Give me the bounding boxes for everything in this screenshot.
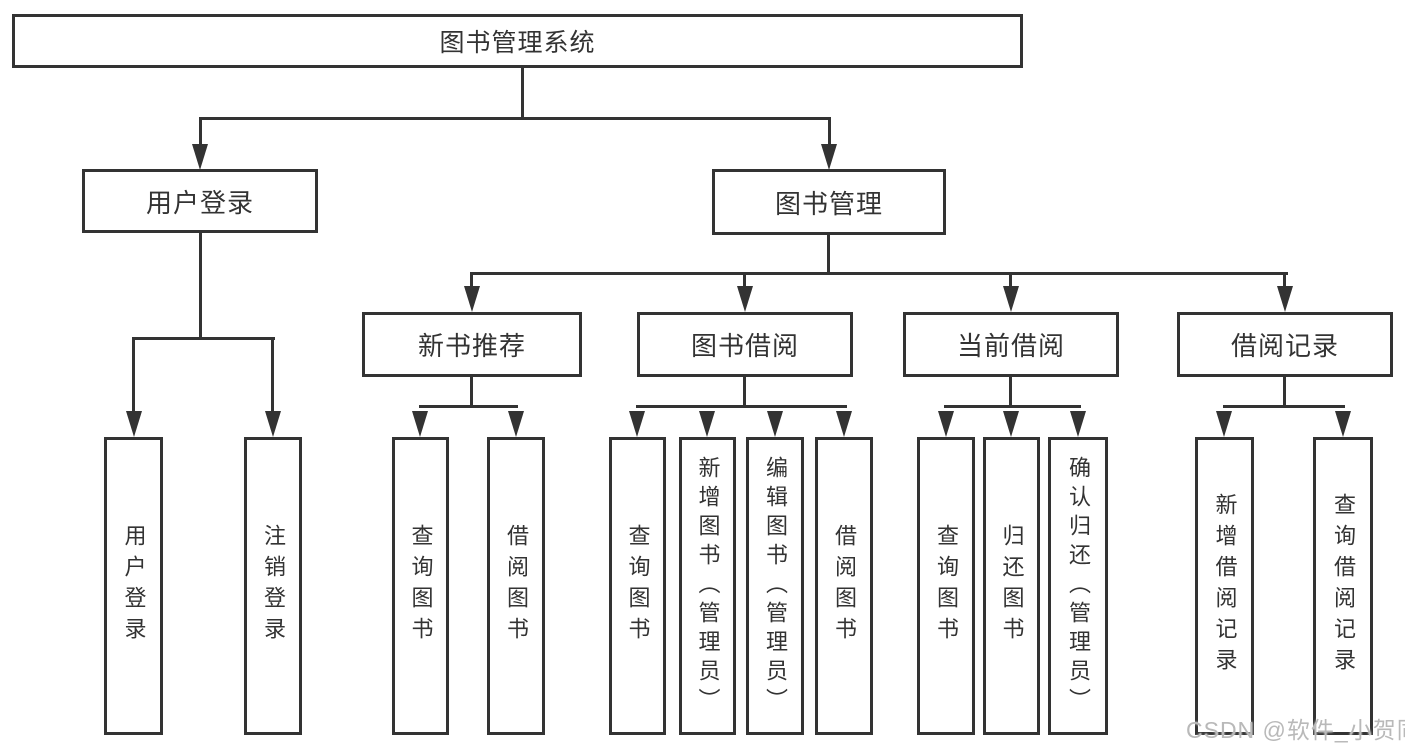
connector-stub-leaf-user-login — [132, 337, 135, 415]
arrowhead-leaf-query-books-2 — [629, 411, 645, 437]
connector-book-borrow-horizontal — [636, 405, 847, 408]
connector-stub-borrow-records — [1283, 272, 1286, 288]
node-book-management: 图书管理 — [712, 169, 946, 235]
leaf-query-books-borrow: 查询图书 — [609, 437, 666, 735]
connector-book-management-horizontal — [470, 272, 1288, 275]
arrowhead-leaf-query-books-3 — [938, 411, 954, 437]
leaf-add-borrow-record-label: 新增借阅记录 — [1212, 493, 1238, 679]
leaf-edit-books-admin: 编辑图书（管理员） — [746, 437, 804, 735]
node-new-book-recommend: 新书推荐 — [362, 312, 582, 377]
connector-stub-new-book-recommend — [470, 272, 473, 288]
leaf-query-borrow-record: 查询借阅记录 — [1313, 437, 1373, 735]
node-book-borrow: 图书借阅 — [637, 312, 853, 377]
arrowhead-leaf-logout — [265, 411, 281, 437]
node-current-borrow: 当前借阅 — [903, 312, 1119, 377]
connector-borrow-records-vertical — [1283, 377, 1286, 408]
connector-stub-book-borrow — [743, 272, 746, 288]
node-book-management-label: 图书管理 — [774, 188, 883, 219]
arrowhead-leaf-confirm-return — [1070, 411, 1086, 437]
leaf-borrow-books-label: 借阅图书 — [832, 524, 857, 648]
node-borrow-records: 借阅记录 — [1177, 312, 1393, 377]
arrowhead-book-management — [821, 144, 837, 170]
leaf-logout: 注销登录 — [244, 437, 302, 735]
arrowhead-leaf-add-borrow-record — [1216, 411, 1232, 437]
leaf-logout-label: 注销登录 — [261, 524, 286, 648]
node-user-login: 用户登录 — [82, 169, 318, 233]
connector-new-book-recommend-horizontal — [419, 405, 518, 408]
connector-root-stub-user-login — [199, 117, 202, 149]
arrowhead-leaf-add-books — [699, 411, 715, 437]
arrowhead-leaf-query-borrow-record — [1335, 411, 1351, 437]
leaf-query-books-current-label: 查询图书 — [934, 524, 959, 648]
connector-user-login-horizontal — [132, 337, 275, 340]
node-root: 图书管理系统 — [12, 14, 1023, 68]
connector-current-borrow-horizontal — [944, 405, 1081, 408]
node-current-borrow-label: 当前借阅 — [956, 331, 1065, 361]
leaf-add-borrow-record: 新增借阅记录 — [1195, 437, 1254, 735]
node-book-borrow-label: 图书借阅 — [690, 331, 799, 361]
arrowhead-leaf-edit-books — [767, 411, 783, 437]
connector-current-borrow-vertical — [1009, 377, 1012, 408]
arrowhead-leaf-return-books — [1003, 411, 1019, 437]
connector-book-borrow-vertical — [743, 377, 746, 408]
arrowhead-user-login — [192, 144, 208, 170]
leaf-query-borrow-record-label: 查询借阅记录 — [1331, 493, 1356, 679]
leaf-borrow-books-recommend-label: 借阅图书 — [504, 524, 529, 648]
leaf-user-login: 用户登录 — [104, 437, 163, 735]
arrowhead-leaf-query-books-1 — [412, 411, 428, 437]
leaf-edit-books-admin-label: 编辑图书（管理员） — [763, 455, 788, 717]
leaf-add-books-admin: 新增图书（管理员） — [679, 437, 736, 735]
node-user-login-label: 用户登录 — [145, 187, 254, 218]
leaf-return-books-label: 归还图书 — [999, 524, 1025, 648]
connector-root-stub-book-management — [828, 117, 831, 149]
leaf-borrow-books: 借阅图书 — [815, 437, 873, 735]
leaf-query-books-current: 查询图书 — [917, 437, 975, 735]
connector-stub-leaf-logout — [271, 337, 274, 415]
connector-root-horizontal — [199, 117, 831, 120]
arrowhead-book-borrow — [737, 286, 753, 312]
leaf-user-login-label: 用户登录 — [121, 524, 147, 648]
leaf-query-books-recommend: 查询图书 — [392, 437, 449, 735]
leaf-add-books-admin-label: 新增图书（管理员） — [695, 455, 721, 717]
arrowhead-leaf-borrow-books-2 — [836, 411, 852, 437]
arrowhead-new-book-recommend — [464, 286, 480, 312]
connector-user-login-vertical — [199, 233, 202, 340]
node-borrow-records-label: 借阅记录 — [1230, 331, 1339, 361]
leaf-query-books-recommend-label: 查询图书 — [408, 524, 434, 648]
leaf-confirm-return-admin: 确认归还（管理员） — [1048, 437, 1108, 735]
connector-stub-current-borrow — [1009, 272, 1012, 288]
watermark: CSDN @软件_小贺同学 — [1186, 717, 1405, 743]
node-root-label: 图书管理系统 — [439, 29, 596, 57]
leaf-borrow-books-recommend: 借阅图书 — [487, 437, 545, 735]
connector-root-vertical — [521, 68, 524, 119]
connector-borrow-records-horizontal — [1223, 405, 1345, 408]
arrowhead-leaf-borrow-books-1 — [508, 411, 524, 437]
connector-new-book-recommend-vertical — [470, 377, 473, 408]
arrowhead-borrow-records — [1277, 286, 1293, 312]
leaf-query-books-borrow-label: 查询图书 — [625, 524, 651, 648]
arrowhead-leaf-user-login — [126, 411, 142, 437]
leaf-confirm-return-admin-label: 确认归还（管理员） — [1066, 455, 1091, 717]
arrowhead-current-borrow — [1003, 286, 1019, 312]
leaf-return-books: 归还图书 — [983, 437, 1040, 735]
node-new-book-recommend-label: 新书推荐 — [417, 331, 526, 361]
connector-book-management-vertical — [827, 235, 830, 275]
